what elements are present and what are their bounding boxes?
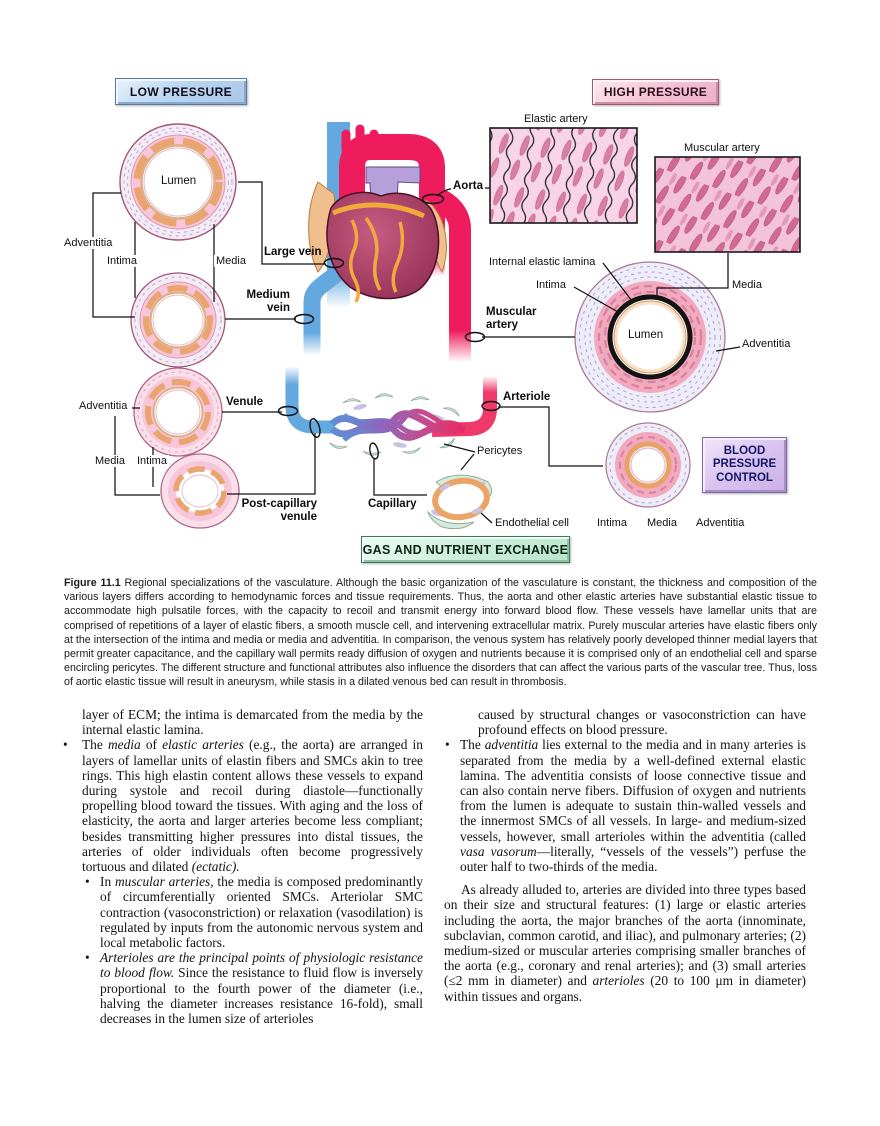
- bpc-line3: CONTROL: [716, 471, 773, 484]
- post-capillary-line1: Post-capillary: [241, 498, 317, 510]
- arteriole-cross-section: [605, 422, 691, 508]
- arteriole-media-label: Media: [647, 517, 677, 529]
- muscular-artery-tube: [427, 185, 471, 364]
- high-pressure-label: HIGH PRESSURE: [603, 85, 708, 99]
- capillary-label: Capillary: [368, 498, 417, 510]
- venule-cross-section: [133, 367, 223, 457]
- muscular-artery-line1: Muscular: [486, 306, 537, 318]
- endothelial-cell-label: Endothelial cell: [495, 517, 569, 529]
- leader-lines: [92, 181, 741, 524]
- bullet-item: • The adventitia lies external to the med…: [444, 737, 806, 874]
- internal-elastic-lamina-label: Internal elastic lamina: [489, 256, 596, 268]
- elastic-artery-histology: [489, 127, 638, 224]
- body-column-left: layer of ECM; the intima is demarcated f…: [60, 707, 423, 1026]
- bullet-marker: •: [85, 950, 90, 966]
- bpc-line2: PRESSURE: [712, 458, 777, 471]
- muscular-artery-line2: artery: [486, 319, 518, 331]
- pericytes-label: Pericytes: [477, 445, 523, 457]
- bullet-text: Arterioles are the principal points of p…: [100, 950, 423, 1027]
- aorta-tube: [339, 124, 445, 278]
- figure-caption: Figure 11.1 Regional specializations of …: [64, 577, 817, 689]
- venule-media-label: Media: [93, 455, 127, 467]
- muscular-artery-cross-section: [574, 261, 726, 413]
- sub-bullet-item: • In muscular arteries, the media is comp…: [60, 874, 423, 950]
- medium-vein-line2: vein: [266, 302, 290, 314]
- large-vein-cross-section: [119, 123, 237, 241]
- aorta-label: Aorta: [451, 180, 486, 193]
- vein-media-label: Media: [214, 255, 248, 267]
- bpc-line1: BLOOD: [723, 444, 766, 457]
- blood-pressure-control-banner: BLOOD PRESSURE CONTROL: [702, 437, 787, 493]
- bullet-text: The media of elastic arteries (e.g., the…: [82, 737, 423, 875]
- arteriole-tube: [431, 376, 497, 437]
- artery-lumen-label: Lumen: [628, 329, 664, 341]
- venule-label: Venule: [226, 396, 264, 408]
- sub-bullet-item: • Arterioles are the principal points of …: [60, 950, 423, 1026]
- capillary-bed: [329, 393, 467, 456]
- medium-vein-label: Medium vein: [238, 289, 290, 315]
- high-pressure-banner: HIGH PRESSURE: [592, 79, 719, 105]
- arteriole-label: Arteriole: [503, 391, 551, 403]
- large-vein-lumen-label: Lumen: [161, 175, 197, 187]
- bullet-text: In muscular arteries, the media is compo…: [100, 874, 423, 951]
- medium-vein-cross-section: [130, 272, 226, 368]
- capillary-cross-section: [427, 474, 493, 530]
- vasculature-artwork: [92, 122, 801, 530]
- post-capillary-line2: venule: [280, 511, 317, 523]
- venule-adventitia-label: Adventitia: [77, 400, 130, 412]
- paragraph: caused by structural changes or vasocons…: [478, 707, 806, 738]
- muscular-artery-histology-label: Muscular artery: [684, 142, 760, 154]
- low-pressure-label: LOW PRESSURE: [129, 84, 233, 99]
- low-pressure-banner: LOW PRESSURE: [115, 78, 247, 105]
- arteriole-adventitia-label: Adventitia: [696, 517, 745, 529]
- heart-illustration: [308, 166, 447, 303]
- vasculature-figure: LOW PRESSURE HIGH PRESSURE BLOOD PRESSUR…: [62, 78, 801, 563]
- venule-tube: [285, 366, 334, 434]
- artery-intima-label: Intima: [536, 279, 566, 291]
- gas-nutrient-exchange-banner: GAS AND NUTRIENT EXCHANGE: [361, 536, 570, 563]
- muscular-artery-vessel-label: Muscular artery: [486, 306, 537, 332]
- bullet-marker: •: [445, 737, 450, 753]
- artery-adventitia-label: Adventitia: [742, 338, 791, 350]
- vessel-ring-marks: [277, 193, 501, 460]
- post-capillary-venule-cross-section: [160, 453, 240, 529]
- bullet-marker: •: [85, 874, 90, 890]
- elastic-artery-label: Elastic artery: [524, 113, 588, 125]
- body-column-right: caused by structural changes or vasocons…: [444, 707, 806, 1004]
- gas-exchange-label: GAS AND NUTRIENT EXCHANGE: [362, 542, 569, 557]
- paragraph: As already alluded to, arteries are divi…: [444, 882, 807, 1004]
- vein-adventitia-label: Adventitia: [62, 237, 115, 249]
- medium-vein-tube: [303, 265, 345, 358]
- bullet-text: The adventitia lies external to the medi…: [460, 737, 806, 875]
- artery-media-label: Media: [732, 279, 762, 291]
- medium-vein-line1: Medium: [246, 289, 290, 301]
- muscular-artery-histology: [654, 156, 801, 253]
- arteriole-intima-label: Intima: [597, 517, 627, 529]
- paragraph: layer of ECM; the intima is demarcated f…: [82, 707, 423, 738]
- bullet-marker: •: [63, 737, 68, 753]
- post-capillary-venule-label: Post-capillary venule: [228, 498, 317, 524]
- venule-intima-label: Intima: [135, 455, 169, 467]
- large-vein-label: Large vein: [264, 246, 322, 258]
- bullet-item: • The media of elastic arteries (e.g., th…: [60, 737, 423, 874]
- vein-intima-label: Intima: [105, 255, 139, 267]
